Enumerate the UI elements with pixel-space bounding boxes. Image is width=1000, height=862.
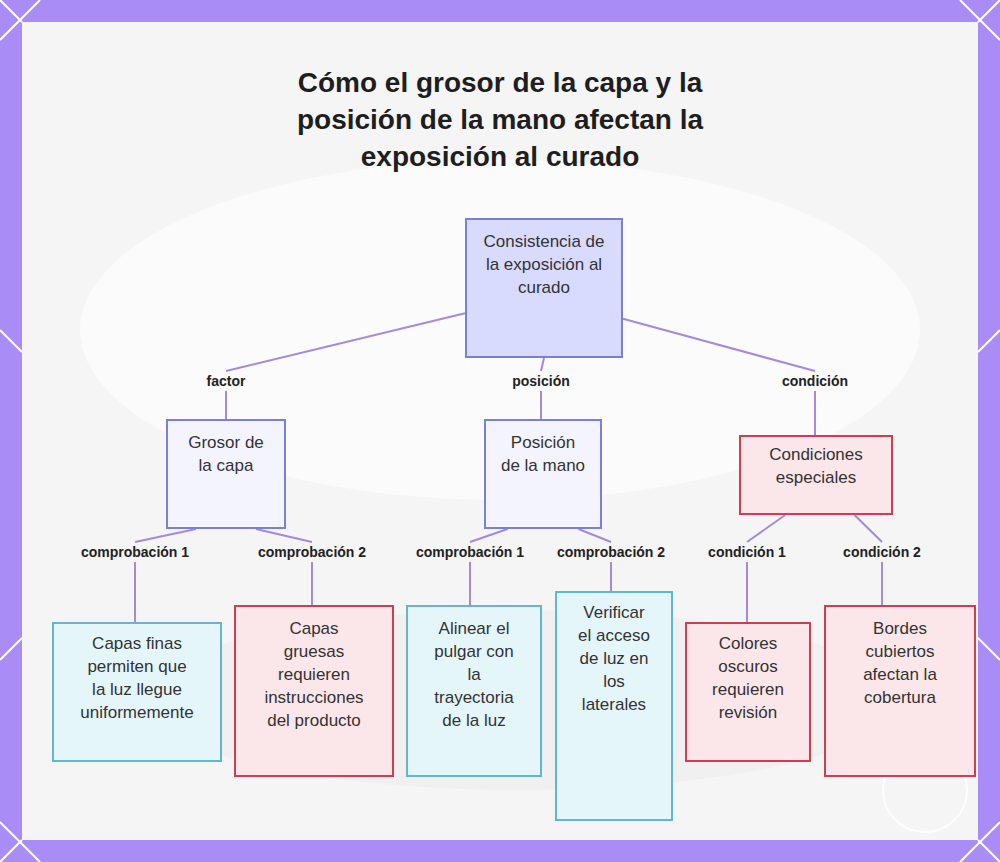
box-text: Consistencia de la exposición al curado (483, 230, 605, 299)
box-text: Grosor de la capa (180, 431, 272, 477)
edge-label: comprobación 1 (416, 544, 524, 560)
box-text: Capas gruesas requieren instrucciones de… (262, 617, 366, 732)
box-text: Verificar el acceso de luz en los latera… (575, 601, 653, 716)
edge-label: comprobación 2 (258, 544, 366, 560)
edge-label: comprobación 2 (557, 544, 665, 560)
root-box: Consistencia de la exposición al curado (465, 218, 623, 358)
detail-box: Colores oscuros requieren revisión (685, 622, 811, 762)
box-text: Condiciones especiales (753, 443, 879, 489)
box-text: Bordes cubiertos afectan la cobertura (854, 617, 946, 709)
box-text: Posición de la mano (500, 431, 586, 477)
detail-box: Alinear el pulgar con la trayectoria de … (406, 605, 542, 777)
edge-label: condición 2 (843, 544, 921, 560)
connector (855, 515, 883, 605)
detail-box: Capas finas permiten que la luz llegue u… (52, 622, 222, 762)
category-box: Condiciones especiales (739, 435, 893, 515)
edge-label: posición (512, 373, 570, 389)
edge-label: condición (782, 373, 848, 389)
detail-box: Capas gruesas requieren instrucciones de… (234, 605, 394, 777)
edge-label: comprobación 1 (81, 544, 189, 560)
connector (226, 313, 465, 419)
connector (470, 529, 508, 605)
category-box: Grosor de la capa (166, 419, 286, 529)
category-box: Posición de la mano (484, 419, 602, 529)
connector (578, 529, 611, 591)
edge-label: factor (207, 373, 246, 389)
detail-box: Bordes cubiertos afectan la cobertura (824, 605, 976, 777)
connector (747, 515, 785, 622)
detail-box: Verificar el acceso de luz en los latera… (555, 591, 673, 821)
connector (135, 529, 196, 622)
diagram-title: Cómo el grosor de la capa y la posición … (265, 64, 735, 175)
box-text: Alinear el pulgar con la trayectoria de … (430, 617, 518, 732)
edge-label: condición 1 (708, 544, 786, 560)
connector (256, 529, 312, 605)
panel (22, 22, 978, 840)
box-text: Capas finas permiten que la luz llegue u… (80, 632, 194, 724)
box-text: Colores oscuros requieren revisión (707, 632, 789, 724)
